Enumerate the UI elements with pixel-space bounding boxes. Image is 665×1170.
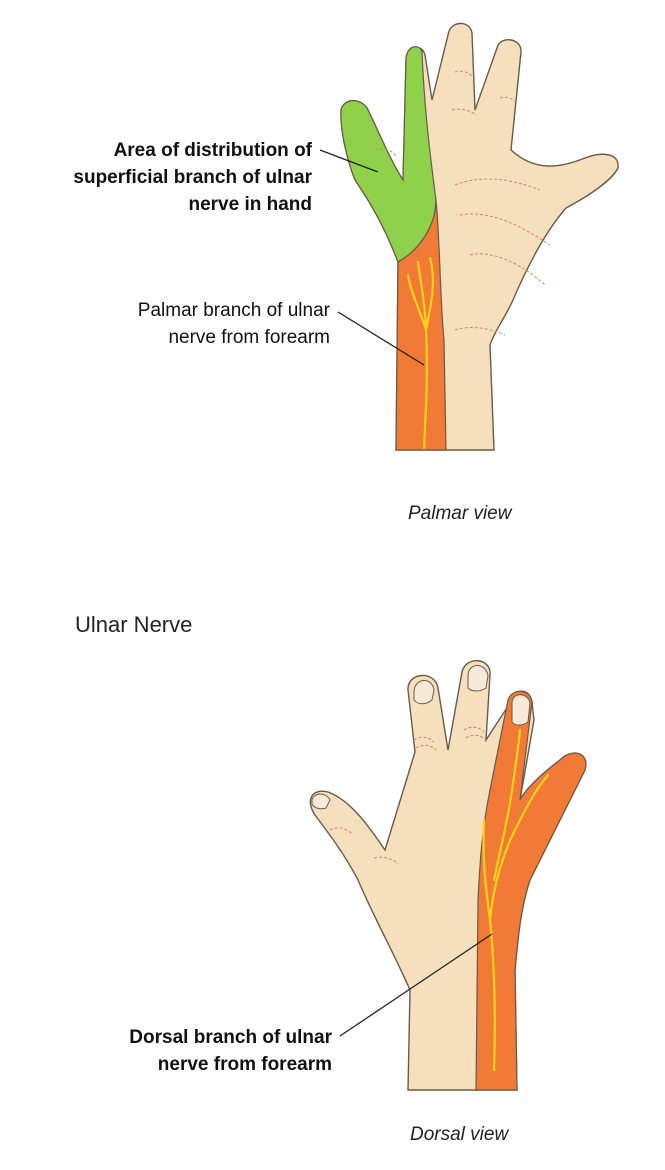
dorsal-hand-illustration — [309, 660, 587, 1091]
dorsal-branch-label: Dorsal branch of ulnar nerve from forear… — [40, 1024, 332, 1078]
nail-ring — [511, 694, 531, 726]
superficial-label-line3: nerve in hand — [188, 194, 312, 215]
superficial-label-line2: superficial branch of ulnar — [73, 167, 312, 188]
palmar-view-caption: Palmar view — [408, 503, 512, 524]
dorsal-hand-skin — [309, 660, 587, 1091]
dorsal-view-caption: Dorsal view — [410, 1124, 509, 1145]
superficial-branch-area — [340, 46, 437, 263]
palmar-hand-skin — [340, 22, 619, 451]
palm-creases — [374, 70, 551, 336]
palmar-branch-label-line1: Palmar branch of ulnar — [137, 300, 330, 321]
knuckle-creases — [329, 726, 487, 865]
palmar-branch-leader-line — [337, 311, 425, 366]
superficial-label-line1: Area of distribution of — [113, 140, 312, 161]
palmar-branch-area — [395, 199, 447, 451]
dorsal-branch-nerve — [482, 728, 550, 1072]
palmar-branch-label-line2: nerve from forearm — [168, 327, 330, 348]
nail-middle — [467, 665, 489, 692]
nail-thumb — [311, 793, 331, 810]
palmar-hand-illustration — [340, 22, 619, 451]
palmar-branch-nerve — [406, 256, 435, 450]
dorsal-branch-label-line1: Dorsal branch of ulnar — [129, 1027, 332, 1048]
palmar-branch-label: Palmar branch of ulnar nerve from forear… — [60, 297, 330, 351]
nail-index — [413, 680, 435, 705]
dorsal-branch-area — [475, 690, 587, 1091]
dorsal-branch-label-line2: nerve from forearm — [157, 1054, 332, 1075]
dorsal-branch-leader-line — [339, 933, 493, 1037]
superficial-leader-line — [319, 149, 379, 173]
diagram-title: Ulnar Nerve — [75, 612, 193, 637]
superficial-branch-label: Area of distribution of superficial bran… — [20, 137, 312, 218]
